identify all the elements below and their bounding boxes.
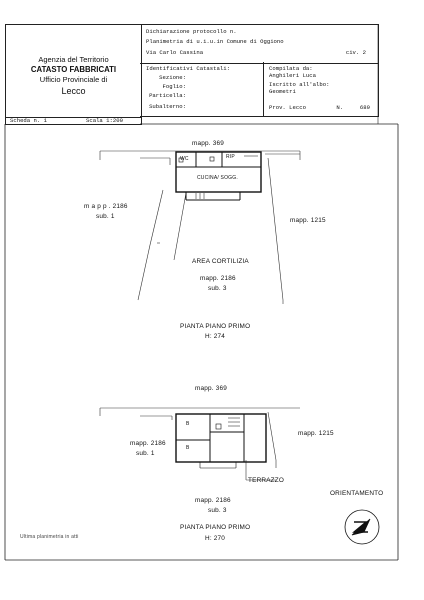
protocol-label: Dichiarazione protocollo n. [146, 28, 237, 35]
lower-mapp-369: mapp. 369 [195, 385, 227, 392]
civic-number: civ. 2 [345, 49, 366, 56]
cadastral-title: Identificativi Catastali: [146, 65, 230, 72]
upper-plan-lines [99, 150, 301, 304]
address: Via Carlo Cassina [146, 49, 204, 56]
area-cortilizia: AREA CORTILIZIA [192, 258, 249, 265]
particella-label: Particella: [149, 92, 186, 99]
lower-sub-1: sub. 1 [136, 450, 155, 457]
terrazzo-label: TERRAZZO [248, 477, 285, 484]
scale: Scala 1:200 [86, 117, 123, 124]
agency-office: Ufficio Provinciale di [39, 75, 108, 84]
lower-mapp-1215: mapp. 1215 [298, 430, 334, 437]
upper-mapp-1215: mapp. 1215 [290, 217, 326, 224]
upper-mapp-2186: m a p p . 2186 [84, 203, 128, 210]
plan-label: Planimetria di u.i.u.in Comune di Oggion… [146, 38, 284, 45]
compiled-label: Compilata da: [269, 65, 313, 72]
sezione-label: Sezione: [159, 74, 186, 81]
agency-catasto: CATASTO FABBRICATI [30, 65, 117, 74]
upper-sub-1: sub. 1 [96, 213, 115, 220]
scheda-number: Scheda n. 1 [10, 117, 47, 124]
lower-unit-walls [175, 413, 267, 469]
wc-label: WC [180, 156, 189, 162]
room-b1: B [186, 421, 190, 427]
cucina-label: CUCINA/ SOGG. [197, 175, 238, 181]
cadastral-identifiers: Identificativi Catastali: Sezione: Fogli… [140, 62, 264, 117]
register-label: Iscritto all'albo: [269, 81, 330, 88]
upper-floor-title: PIANTA PIANO PRIMO [180, 323, 251, 330]
register-number: N. 689 [336, 104, 370, 111]
lower-floor-height: H: 270 [205, 535, 226, 542]
lower-floor-title: PIANTA PIANO PRIMO [180, 524, 251, 531]
foglio-label: Foglio: [162, 83, 187, 90]
room-b2: B [186, 445, 190, 451]
register-value: Geometri [269, 88, 296, 95]
scheda-strip: Scheda n. 1 Scala 1:200 [5, 116, 142, 125]
orientation-label: ORIENTAMENTO [330, 490, 384, 497]
upper-unit-walls [175, 151, 262, 201]
lower-area-mapp-2186: mapp. 2186 [195, 497, 231, 504]
compiled-name: Anghileri Luca [269, 72, 316, 79]
subalterno-label: Subalterno: [149, 103, 186, 110]
agency-block: Agenzia del Territorio CATASTO FABBRICAT… [5, 24, 142, 118]
agency-name: Agenzia del Territorio [38, 55, 109, 64]
lower-plan-lines [99, 407, 300, 481]
lower-mapp-2186: mapp. 2186 [130, 440, 166, 447]
area-mapp-2186: mapp. 2186 [200, 275, 236, 282]
area-sub-3: sub. 3 [208, 285, 227, 292]
upper-floor-height: H: 274 [205, 333, 226, 340]
footer-note: Ultima planimetria in atti [20, 534, 79, 540]
compiled-by-block: Compilata da: Anghileri Luca Iscritto al… [263, 62, 379, 117]
agency-city: Lecco [61, 86, 86, 96]
lower-area-sub-3: sub. 3 [208, 507, 227, 514]
declaration-block: Dichiarazione protocollo n. Planimetria … [140, 24, 379, 64]
province: Prov. Lecco [269, 104, 306, 111]
rip-label: RIP [226, 154, 235, 160]
upper-mapp-369: mapp. 369 [192, 140, 224, 147]
north-arrow-icon [344, 509, 380, 545]
